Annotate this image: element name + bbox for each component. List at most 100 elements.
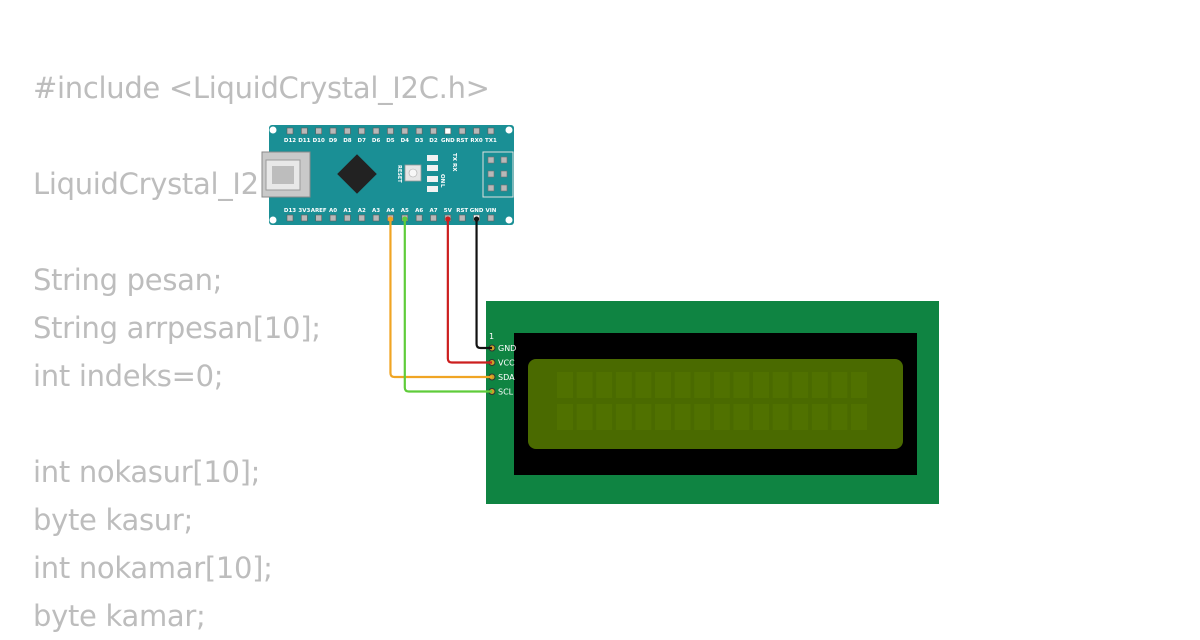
pin-top-d12[interactable] <box>286 127 294 135</box>
status-leds <box>427 155 438 192</box>
lcd-cell <box>733 372 750 398</box>
lcd-cell <box>851 372 867 398</box>
lcd-cell <box>831 404 848 430</box>
wire-a4-to-sda[interactable] <box>389 221 492 379</box>
pin-top-gnd[interactable] <box>444 127 452 135</box>
pin-bottom-a0[interactable] <box>329 214 337 222</box>
pin-top-d3[interactable] <box>415 127 423 135</box>
wire-endpoint <box>445 216 451 222</box>
lcd-cell <box>635 404 652 430</box>
pin-label: D3 <box>415 138 424 144</box>
led-label: TX <box>451 153 457 162</box>
pin-top-rst[interactable] <box>458 127 466 135</box>
code-editor-text: #include <LiquidCrystal_I2C.h>LiquidCrys… <box>33 64 490 640</box>
lcd-cell <box>831 372 848 398</box>
lcd-cell <box>576 372 593 398</box>
pin-top-d6[interactable] <box>372 127 380 135</box>
pin-bottom-a7[interactable] <box>430 214 437 222</box>
lcd-cell <box>753 372 769 398</box>
code-line: #include <LiquidCrystal_I2C.h> <box>33 71 490 105</box>
pin-top-d9[interactable] <box>329 127 337 135</box>
pin-label: D6 <box>372 138 381 144</box>
wire-endpoint <box>473 216 480 222</box>
wire-5v-to-vcc[interactable] <box>446 221 492 364</box>
pin-top-d8[interactable] <box>344 127 351 135</box>
pin-bottom-vin[interactable] <box>487 214 495 222</box>
wire-a5-to-scl[interactable] <box>403 221 492 393</box>
lcd-cell <box>713 404 730 430</box>
usb-connector-icon <box>261 151 311 198</box>
pin-label: D10 <box>313 138 325 144</box>
pin-bottom-a2[interactable] <box>358 214 366 222</box>
lcd-cell <box>811 372 828 398</box>
pin-top-d4[interactable] <box>401 127 409 135</box>
code-line: int indeks=0; <box>33 359 224 393</box>
lcd-cell <box>753 404 769 430</box>
code-line: byte kamar; <box>33 599 206 633</box>
lcd-cell <box>694 404 711 430</box>
pin-label: 5V <box>444 208 453 214</box>
pin-top-d7[interactable] <box>358 127 366 135</box>
pin-label: RST <box>456 138 468 144</box>
microcontroller-chip <box>337 154 377 194</box>
pin-bottom-a3[interactable] <box>372 214 380 222</box>
pin-bottom-d13[interactable] <box>286 214 294 222</box>
pin-label: D7 <box>358 138 367 144</box>
pin-top-tx1[interactable] <box>487 127 495 135</box>
lcd-pin-label: VCC <box>498 359 515 368</box>
pin-label: D8 <box>343 138 352 144</box>
pin-label: GND <box>470 208 484 214</box>
lcd-cell <box>615 372 632 398</box>
reset-button[interactable] <box>404 164 422 182</box>
pin-label: RST <box>456 208 468 214</box>
pin-label: A0 <box>329 208 337 214</box>
lcd-cell <box>655 404 671 430</box>
code-line: int nokasur[10]; <box>33 455 261 489</box>
lcd-cell <box>694 372 711 398</box>
pin-label: D2 <box>429 138 438 144</box>
pin-bottom-a1[interactable] <box>344 214 351 222</box>
lcd-pin-label: SDA <box>498 373 515 382</box>
lcd-cell <box>557 372 573 398</box>
pin-top-d11[interactable] <box>301 127 308 135</box>
lcd-cell <box>557 404 573 430</box>
pin-top-d10[interactable] <box>315 127 323 135</box>
lcd-cell <box>576 404 593 430</box>
pin-bottom-rst[interactable] <box>458 214 466 222</box>
pin-label: D5 <box>386 138 395 144</box>
wire-endpoint <box>402 216 408 222</box>
code-line: byte kasur; <box>33 503 193 537</box>
pin-label: D4 <box>401 138 410 144</box>
pin-label: RX0 <box>470 138 482 144</box>
pin-top-d5[interactable] <box>387 127 394 135</box>
pin-label: A3 <box>372 208 380 214</box>
lcd-cell <box>596 404 613 430</box>
pin-label: D13 <box>284 208 296 214</box>
wires[interactable] <box>387 216 492 393</box>
lcd-cell <box>772 404 789 430</box>
wire-endpoint <box>387 216 394 222</box>
code-line: int nokamar[10]; <box>33 551 273 585</box>
lcd-cell <box>733 404 750 430</box>
lcd-pin-label: GND <box>498 344 516 353</box>
lcd-cell <box>635 372 652 398</box>
lcd-cell <box>851 404 867 430</box>
lcd-cell <box>811 404 828 430</box>
pin-top-rx0[interactable] <box>473 127 480 135</box>
pin-label: 3V3 <box>298 208 310 214</box>
wire-gnd-to-gnd[interactable] <box>475 221 492 350</box>
pin-bottom-a6[interactable] <box>415 214 423 222</box>
pin-top-d2[interactable] <box>430 127 437 135</box>
icsp-header <box>482 151 514 198</box>
lcd-pin-one-marker: 1 <box>489 332 494 341</box>
pin-label: D9 <box>329 138 338 144</box>
pin-bottom-3v3[interactable] <box>301 214 308 222</box>
lcd-cell <box>674 372 691 398</box>
pin-bottom-aref[interactable] <box>315 214 323 222</box>
